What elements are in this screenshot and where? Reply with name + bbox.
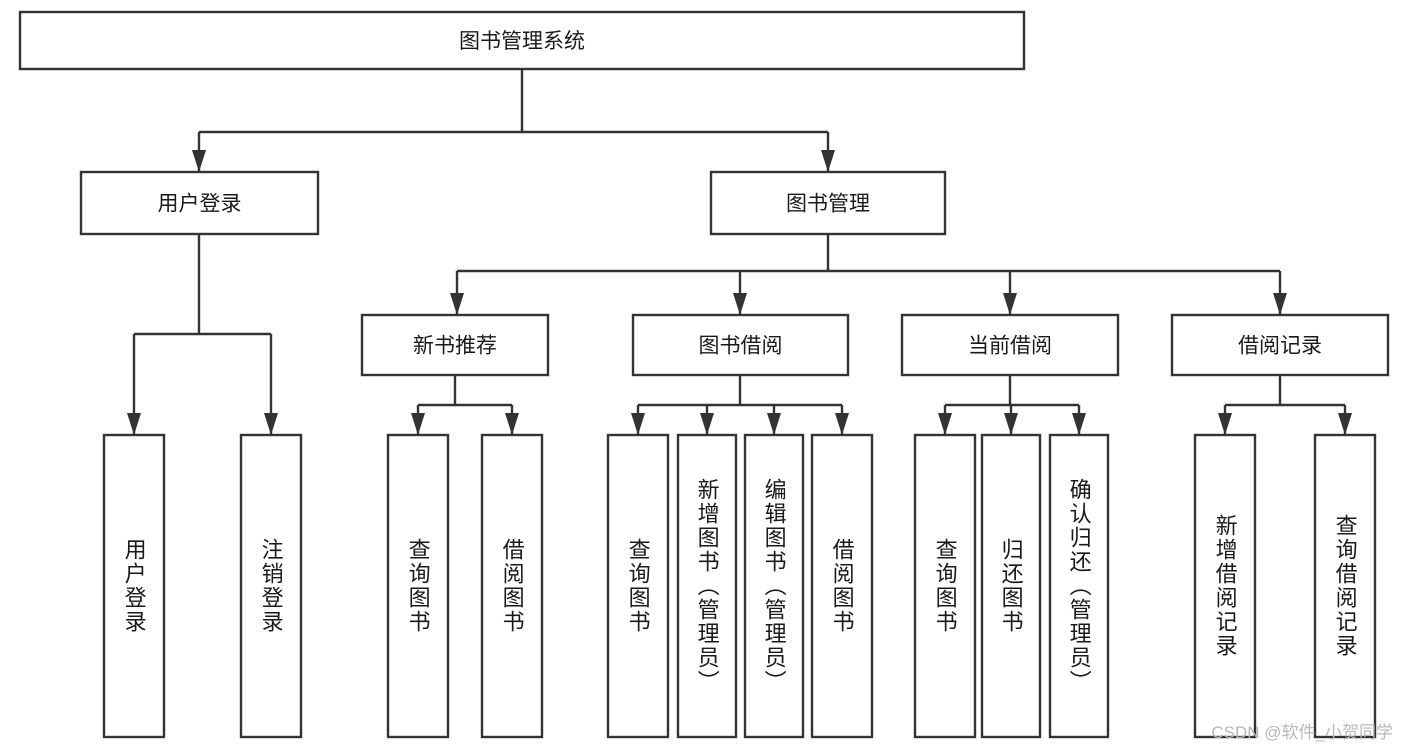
- arrow-head-icon-login-1: [264, 413, 278, 435]
- arrow-head-icon-sub-0-0: [411, 413, 425, 435]
- level1-node-label-1: 图书管理: [786, 193, 870, 216]
- level2-node-label-3: 借阅记录: [1238, 335, 1322, 358]
- leaf-node-box-12[interactable]: [1313, 433, 1377, 739]
- arrow-head-icon-root-0: [192, 150, 206, 172]
- arrow-head-icon-manage-0: [450, 293, 464, 315]
- arrow-head-icon-sub-1-1: [700, 413, 714, 435]
- arrow-head-icon-sub-3-0: [1218, 413, 1232, 435]
- arrow-head-icon-root-1: [821, 150, 835, 172]
- level1-node-label-0: 用户登录: [158, 193, 242, 216]
- leaf-node-box-2[interactable]: [386, 433, 450, 739]
- level2-node-box-1[interactable]: [631, 313, 850, 377]
- leaf-node-box-0[interactable]: [102, 433, 166, 739]
- leaf-node-box-9[interactable]: [980, 433, 1042, 739]
- arrow-head-icon-manage-1: [733, 293, 747, 315]
- arrow-head-icon-sub-1-2: [767, 413, 781, 435]
- leaf-node-box-6[interactable]: [743, 433, 805, 739]
- arrow-head-icon-sub-1-0: [631, 413, 645, 435]
- arrow-head-icon-manage-2: [1003, 293, 1017, 315]
- level2-node-box-0[interactable]: [360, 313, 550, 377]
- level2-node-label-1: 图书借阅: [699, 335, 783, 358]
- arrow-head-icon-sub-2-2: [1072, 413, 1086, 435]
- arrow-head-icon-sub-2-1: [1004, 413, 1018, 435]
- level2-node-label-0: 新书推荐: [413, 335, 497, 358]
- leaf-node-box-11[interactable]: [1193, 433, 1257, 739]
- csdn-watermark: CSDN @软件_小贺同学: [1211, 723, 1393, 742]
- root-node-label: 图书管理系统: [459, 30, 585, 53]
- arrow-head-icon-sub-2-0: [938, 413, 952, 435]
- leaf-node-box-4[interactable]: [606, 433, 670, 739]
- arrow-head-icon-login-0: [127, 413, 141, 435]
- leaf-node-box-7[interactable]: [810, 433, 874, 739]
- leaf-node-box-8[interactable]: [913, 433, 977, 739]
- level1-node-box-0[interactable]: [79, 170, 320, 236]
- leaf-node-box-3[interactable]: [480, 433, 544, 739]
- leaf-node-box-1[interactable]: [239, 433, 303, 739]
- level2-node-box-3[interactable]: [1170, 313, 1390, 377]
- root-node-box[interactable]: [18, 10, 1026, 71]
- arrow-head-icon-sub-0-1: [505, 413, 519, 435]
- leaf-node-box-5[interactable]: [676, 433, 738, 739]
- arrow-head-icon-sub-1-3: [835, 413, 849, 435]
- level2-node-box-2[interactable]: [900, 313, 1120, 377]
- level1-node-box-1[interactable]: [709, 170, 947, 236]
- arrow-head-icon-sub-3-1: [1338, 413, 1352, 435]
- leaf-node-box-10[interactable]: [1048, 433, 1110, 739]
- arrow-head-icon-manage-3: [1273, 293, 1287, 315]
- level2-node-label-2: 当前借阅: [968, 335, 1052, 358]
